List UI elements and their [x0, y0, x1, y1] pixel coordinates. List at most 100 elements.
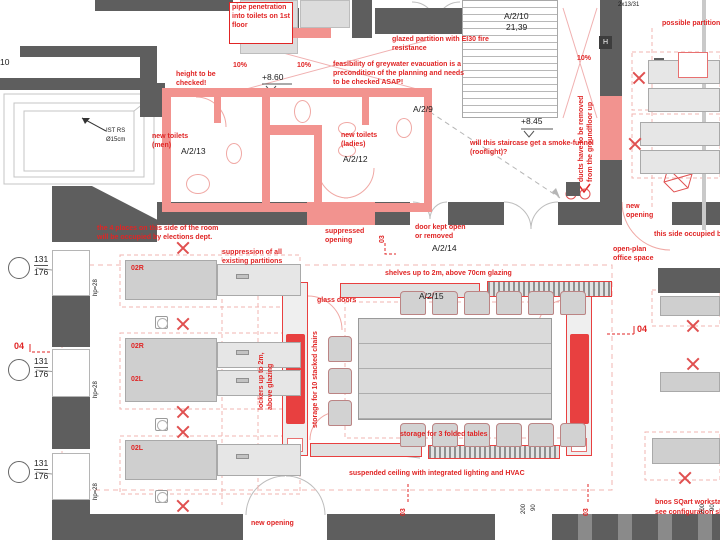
chair: [432, 291, 458, 315]
office-chair-icon: [176, 498, 191, 513]
dim-ist-size: Ø15cm: [106, 137, 126, 143]
chair: [496, 291, 522, 315]
toilet-partition: [214, 88, 221, 123]
room-label-a215: A/2/15: [419, 291, 444, 301]
desk-label: 02L: [131, 376, 144, 383]
room-label-a212: A/2/12: [343, 154, 368, 164]
level-860: +8.60: [262, 72, 284, 82]
desk: [217, 342, 301, 368]
wall-segment: [352, 0, 372, 38]
duct-wall: [600, 160, 622, 204]
window-tag-circle: [8, 461, 30, 483]
window-height: 176: [34, 369, 49, 379]
sill-height: hp=28: [93, 279, 99, 296]
staircase: [462, 0, 558, 118]
note-feasibility: feasibility of greywater evacuation is a…: [333, 61, 465, 86]
office-chair-icon: [176, 316, 191, 331]
chair: [528, 291, 554, 315]
toilet-wall: [162, 88, 171, 212]
chair: [496, 423, 522, 447]
office-chair-icon: [686, 356, 701, 371]
note-toilets-men: new toilets (men): [152, 133, 189, 149]
room-area-a210: 21,39: [506, 22, 528, 32]
desk: [660, 296, 720, 316]
note-glazed: glazed partition with EI30 fire resistan…: [392, 36, 489, 52]
desk-label: 02L: [131, 445, 144, 452]
window-tag-circle: [8, 257, 30, 279]
note-this-side: this side occupied by: [654, 231, 720, 238]
chair: [400, 423, 426, 447]
desk: [217, 264, 301, 296]
level-845: +8.45: [521, 116, 543, 126]
wc-fixture: [294, 100, 311, 123]
desk: [217, 370, 301, 396]
shelf-bottom-left: [310, 443, 422, 457]
sink-fixture: [186, 174, 210, 194]
room-label-a210: A/2/10: [504, 11, 529, 21]
cabinet: [678, 52, 708, 78]
note-toilets-ladies: new toilets (ladies): [341, 132, 378, 148]
dim-ist: IST RS: [106, 128, 126, 134]
bottom-wall: [327, 514, 495, 540]
note-ceiling: suspended ceiling with integrated lighti…: [349, 470, 525, 477]
window-width: 131: [34, 356, 49, 368]
dim-200: 200: [521, 503, 527, 514]
wall-segment: [95, 0, 233, 11]
note-ducts: ducts have to be removed from the ground…: [578, 95, 594, 182]
wall-segment: [566, 182, 580, 196]
desk-panel: [125, 338, 217, 402]
note-lockers: lockers up to 2m, above glazing: [258, 352, 274, 410]
note-suppression: suppression of all existing partitions: [222, 249, 283, 265]
planter: [155, 490, 168, 503]
window-pier: [52, 397, 90, 449]
dim-90: 90: [710, 504, 716, 511]
sill-height: hp=28: [93, 483, 99, 500]
window: [52, 349, 90, 397]
bottom-wall: [90, 514, 243, 540]
office-chair-icon: [628, 136, 643, 151]
wc-fixture: [226, 143, 242, 164]
monitor: [236, 274, 249, 279]
meeting-table: [358, 318, 552, 420]
office-chair-icon: [176, 404, 191, 419]
section-marker-03: 03: [400, 508, 407, 516]
window: [52, 250, 90, 296]
chair: [560, 291, 586, 315]
office-chair-icon: [632, 70, 647, 85]
note-box-pipe: pipe penetration into toilets on 1st flo…: [229, 2, 293, 44]
dim-200: 200: [700, 503, 706, 514]
note-glass-doors: glass doors: [317, 297, 357, 304]
room-label-a213: A/2/13: [181, 146, 206, 156]
sill-height: hp=28: [93, 381, 99, 398]
note-workstations-2: see configuration sh: [655, 509, 720, 516]
desk: [648, 88, 720, 112]
chair: [528, 423, 554, 447]
window-height: 176: [34, 471, 49, 481]
wall-segment: [140, 83, 165, 117]
desk-panel: [125, 440, 217, 480]
desk: [652, 438, 720, 464]
monitor: [236, 378, 249, 383]
planter: [155, 316, 168, 329]
room-label-a29: A/2/9: [413, 104, 433, 114]
lockers-right: [570, 334, 589, 424]
edge-room-number: 10: [0, 57, 10, 67]
toilet-wall: [162, 88, 432, 97]
note-pipe: pipe penetration into toilets on 1st flo…: [232, 4, 290, 29]
office-chair-icon: [176, 424, 191, 439]
slope-label: 10%: [297, 62, 312, 69]
note-smoke-funnel: will this staircase get a smoke-funnel (…: [470, 140, 594, 156]
planter: [155, 418, 168, 431]
slope-label: 10%: [577, 55, 592, 62]
note-elections: the 4 places on this side of the room wi…: [97, 225, 219, 241]
chair: [464, 291, 490, 315]
toilet-partition: [362, 88, 369, 125]
note-chair-storage: storage for 10 stacked chairs: [312, 331, 319, 428]
room-label-a214: A/2/14: [432, 243, 457, 253]
corridor-wall: [672, 202, 720, 225]
desk: [660, 372, 720, 392]
desk: [217, 444, 301, 476]
wall-segment: [658, 268, 720, 293]
window: [52, 453, 90, 500]
